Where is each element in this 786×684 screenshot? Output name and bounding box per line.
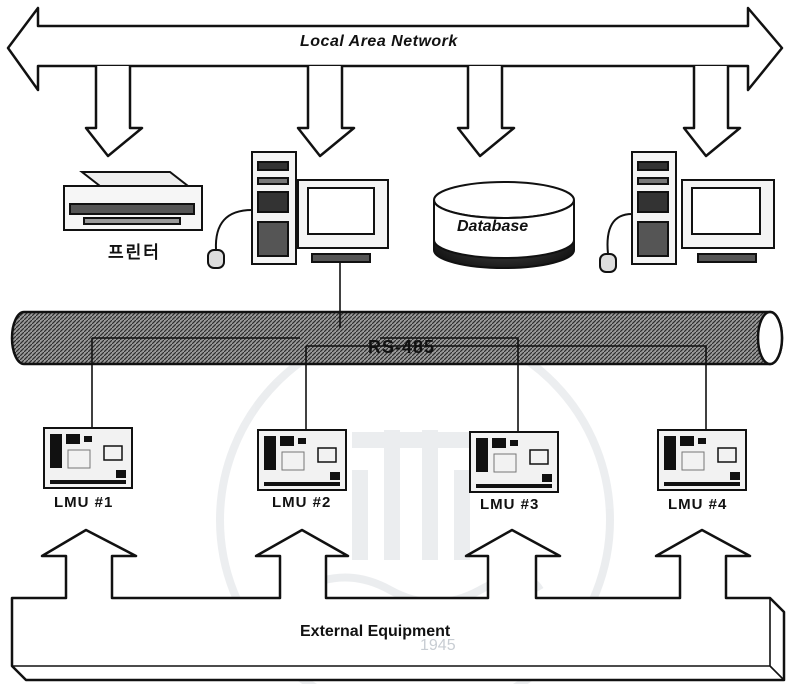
printer-device [64,172,202,230]
workstation-1 [208,152,388,268]
database-icon [434,182,574,268]
lmu-1-device [44,428,132,488]
lmu-4-device [658,430,746,490]
lan-drop-arrows [86,66,740,156]
lmu-2-device [258,430,346,490]
lmu-3-device [470,432,558,492]
workstation-2 [600,152,774,272]
